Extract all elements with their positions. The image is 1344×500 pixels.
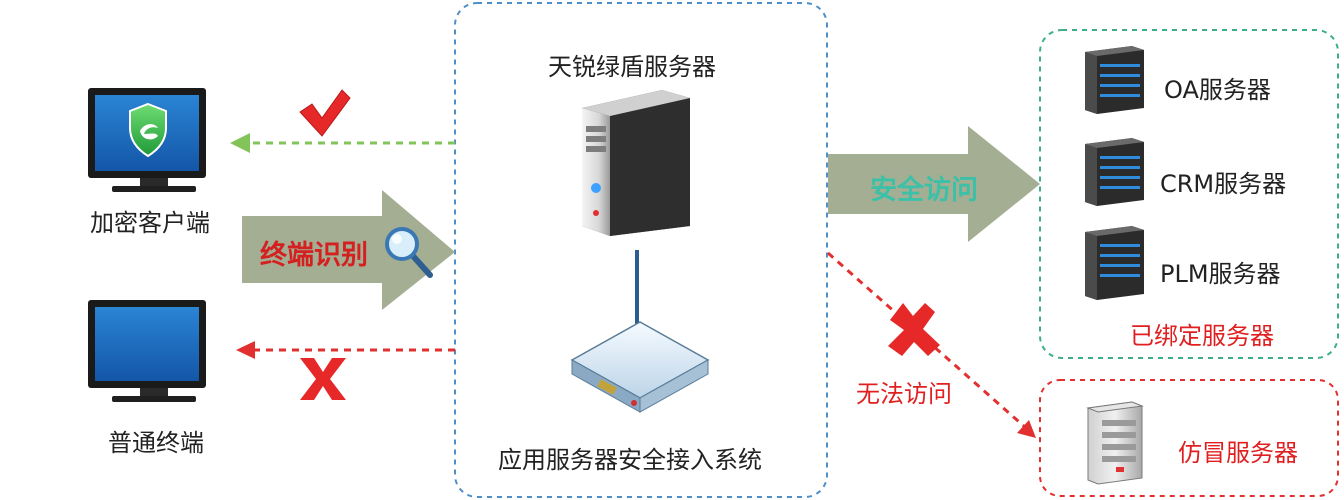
cross-mark-icon: [300, 358, 346, 400]
oa-server-label: OA服务器: [1164, 76, 1271, 104]
deny-arrow: [236, 341, 455, 359]
rack-server-icon: [1085, 46, 1144, 114]
monitor-with-shield-icon: [88, 88, 206, 192]
terminal-identification-label: 终端识别: [260, 240, 368, 271]
no-access-label: 无法访问: [856, 380, 952, 408]
terminal-identification-arrow: [242, 190, 455, 310]
bound-servers-box: [1039, 29, 1339, 359]
crm-server-label: CRM服务器: [1160, 170, 1287, 198]
access-system-label: 应用服务器安全接入系统: [498, 446, 762, 474]
secure-access-arrow: [828, 126, 1040, 242]
encrypted-client-label: 加密客户端: [90, 209, 210, 237]
tower-server-icon: [582, 90, 690, 236]
central-system-box: [454, 2, 828, 498]
magnifier-icon: [385, 227, 433, 278]
normal-terminal-label: 普通终端: [108, 429, 204, 457]
fake-server-box: [1039, 379, 1339, 497]
rack-server-icon: [1085, 226, 1144, 300]
allow-arrow: [230, 133, 455, 153]
plm-server-label: PLM服务器: [1160, 260, 1281, 288]
gray-server-icon: [1086, 401, 1144, 485]
monitor-icon: [88, 300, 206, 402]
bound-servers-label: 已绑定服务器: [1130, 322, 1274, 350]
secure-access-label: 安全访问: [870, 175, 978, 206]
network-device-icon: [570, 321, 710, 413]
cross-mark-icon: [888, 303, 940, 356]
fake-server-label: 仿冒服务器: [1178, 439, 1298, 467]
check-mark-icon: [299, 89, 351, 137]
rack-server-icon: [1085, 138, 1144, 206]
green-shield-server-label: 天锐绿盾服务器: [548, 53, 716, 81]
